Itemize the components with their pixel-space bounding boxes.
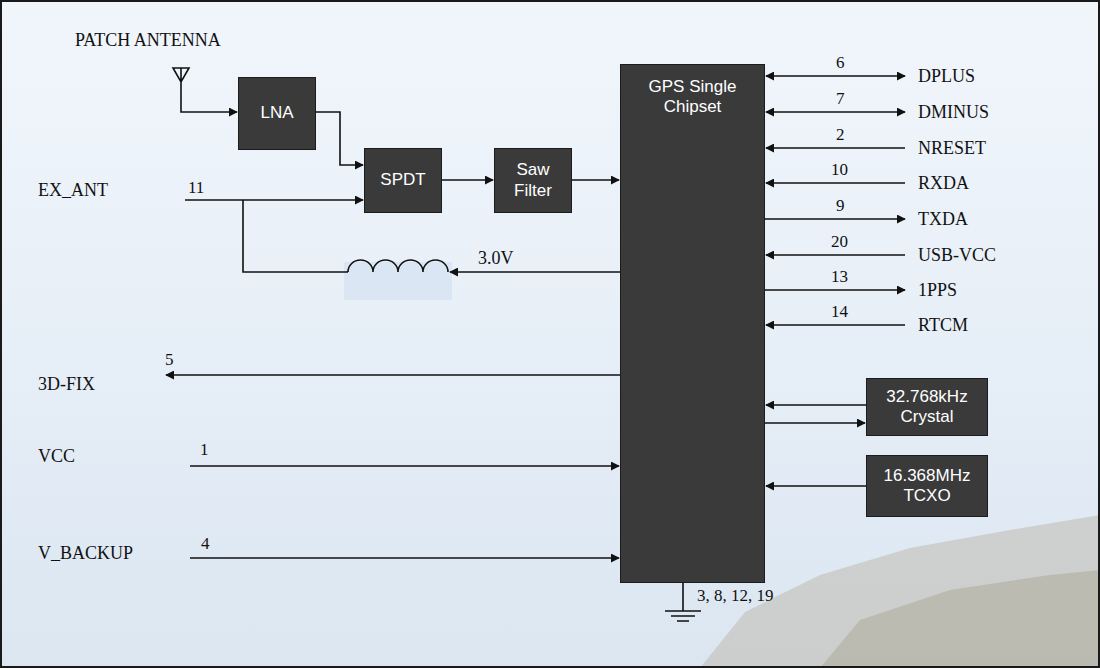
pin-wire xyxy=(766,147,905,149)
bias-wire xyxy=(243,200,348,272)
ex-ant-wire xyxy=(185,199,363,201)
signal-name: EX_ANT xyxy=(38,180,108,201)
signal-name: VCC xyxy=(38,446,75,467)
pin-wire xyxy=(766,182,905,184)
pin-number: 11 xyxy=(188,178,204,198)
signal-name: RTCM xyxy=(918,315,968,336)
supply-wire xyxy=(450,271,620,273)
signal-name: DMINUS xyxy=(918,102,989,123)
rock-backdrop xyxy=(820,570,1100,668)
pin-number: 2 xyxy=(836,125,845,145)
signal-name: DPLUS xyxy=(918,66,975,87)
signal-name: 1PPS xyxy=(918,280,957,301)
pin-wire xyxy=(766,75,905,77)
antenna-symbol xyxy=(173,68,189,84)
pin-number: 14 xyxy=(831,302,848,322)
pin-wire xyxy=(765,218,905,220)
ground-symbol xyxy=(665,583,701,621)
filter-box: Saw Filter xyxy=(494,148,572,213)
signal-arrow xyxy=(572,179,619,181)
signal-name: USB-VCC xyxy=(918,245,996,266)
box-label: GPS Single Chipset xyxy=(633,77,752,118)
pin-number: 4 xyxy=(201,534,210,554)
signal-arrow xyxy=(765,422,865,424)
pin-number: 9 xyxy=(836,196,845,216)
pin-number: 10 xyxy=(831,160,848,180)
chipset-box: GPS Single Chipset xyxy=(620,64,765,583)
switch-box: SPDT xyxy=(364,148,442,213)
signal-arrow xyxy=(442,179,493,181)
oscillator-box: 16.368MHz TCXO xyxy=(866,455,988,517)
pin-wire xyxy=(190,557,619,559)
pin-number: 5 xyxy=(165,350,174,370)
pin-wire xyxy=(766,324,905,326)
pin-number: 6 xyxy=(836,53,845,73)
box-label: SPDT xyxy=(380,170,425,190)
signal-arrow xyxy=(766,485,866,487)
pin-wire xyxy=(766,111,905,113)
signal-name: V_BACKUP xyxy=(38,543,133,564)
pin-number: 1 xyxy=(200,440,209,460)
pin-number: 20 xyxy=(831,232,848,252)
signal-name: NRESET xyxy=(918,138,986,159)
signal-name: RXDA xyxy=(918,173,969,194)
antenna-label: PATCH ANTENNA xyxy=(75,30,221,51)
amplifier-box: LNA xyxy=(238,77,316,150)
pin-wire xyxy=(766,254,905,256)
signal-name: TXDA xyxy=(918,209,968,230)
pin-wire xyxy=(166,374,620,376)
pin-number: 13 xyxy=(831,267,848,287)
inductor-symbol xyxy=(348,260,448,272)
pin-number: 7 xyxy=(836,89,845,109)
crystal-box: 32.768kHz Crystal xyxy=(866,378,988,436)
box-label: LNA xyxy=(260,103,293,123)
box-label: 16.368MHz TCXO xyxy=(879,466,975,507)
signal-name: 3D-FIX xyxy=(38,374,95,395)
box-label: 32.768kHz Crystal xyxy=(879,387,975,428)
pin-wire xyxy=(765,289,905,291)
signal-arrow xyxy=(766,404,866,406)
antenna-wire xyxy=(181,84,237,112)
pin-number: 3, 8, 12, 19 xyxy=(697,586,774,606)
pin-wire xyxy=(190,465,619,467)
signal-arrow xyxy=(316,112,363,165)
box-label: Saw Filter xyxy=(507,160,559,201)
voltage-label: 3.0V xyxy=(478,248,514,269)
